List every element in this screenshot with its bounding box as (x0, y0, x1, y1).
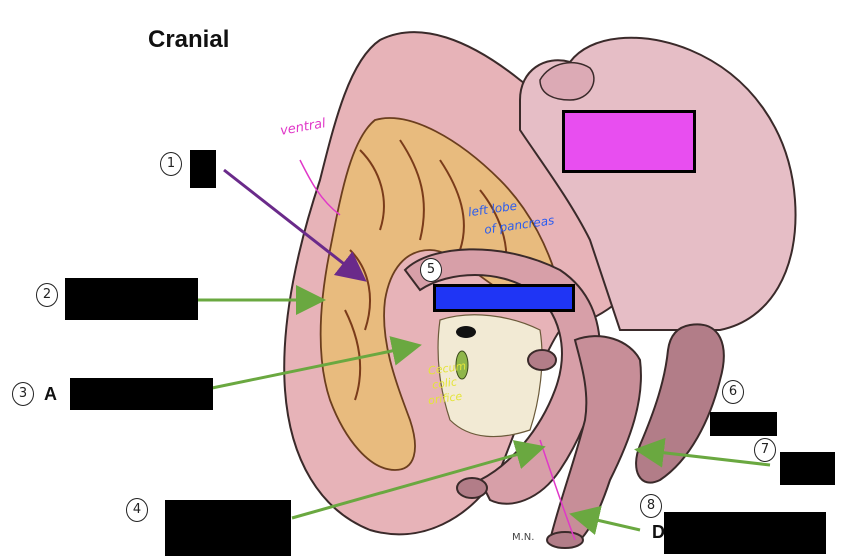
cover-box-8 (664, 512, 826, 554)
pointer-1 (223, 168, 367, 282)
label-peek-3: A (44, 384, 57, 404)
ileum-opening-right (527, 349, 557, 371)
stomach-fundus (539, 61, 595, 101)
cover-box-1 (190, 150, 216, 188)
cover-box-6 (710, 412, 777, 436)
number-5: 5 (420, 258, 442, 282)
number-3: 3 (12, 382, 34, 406)
pancreas-vessels (344, 139, 508, 401)
mesenteric-root (456, 326, 476, 338)
number-8: 8 (640, 494, 662, 518)
colon-opening-bottom (546, 531, 584, 549)
cover-box-7 (780, 452, 835, 485)
number-4: 4 (126, 498, 148, 522)
diagram-title: Cranial (148, 26, 230, 53)
pointer-3 (211, 336, 422, 390)
number-6: 6 (722, 380, 744, 404)
cover-box-blue (433, 284, 575, 312)
cover-box-pink (562, 110, 696, 173)
ventral-direction-arrow (299, 159, 341, 216)
cover-box-3 (70, 378, 213, 410)
gallbladder-nodule (455, 350, 469, 380)
label-peek-8: D (652, 522, 665, 542)
cover-box-4 (165, 500, 291, 556)
pointer-7 (634, 437, 771, 468)
ileum-opening-left (456, 477, 488, 499)
pancreas (319, 117, 562, 471)
pointer-4 (291, 440, 546, 520)
mesentery (437, 314, 543, 438)
artist-signature: M.N. (512, 532, 535, 543)
number-7: 7 (754, 438, 776, 462)
cover-box-2 (65, 278, 198, 320)
pointer-8 (569, 505, 641, 536)
number-1: 1 (160, 152, 182, 176)
number-2: 2 (36, 283, 58, 307)
